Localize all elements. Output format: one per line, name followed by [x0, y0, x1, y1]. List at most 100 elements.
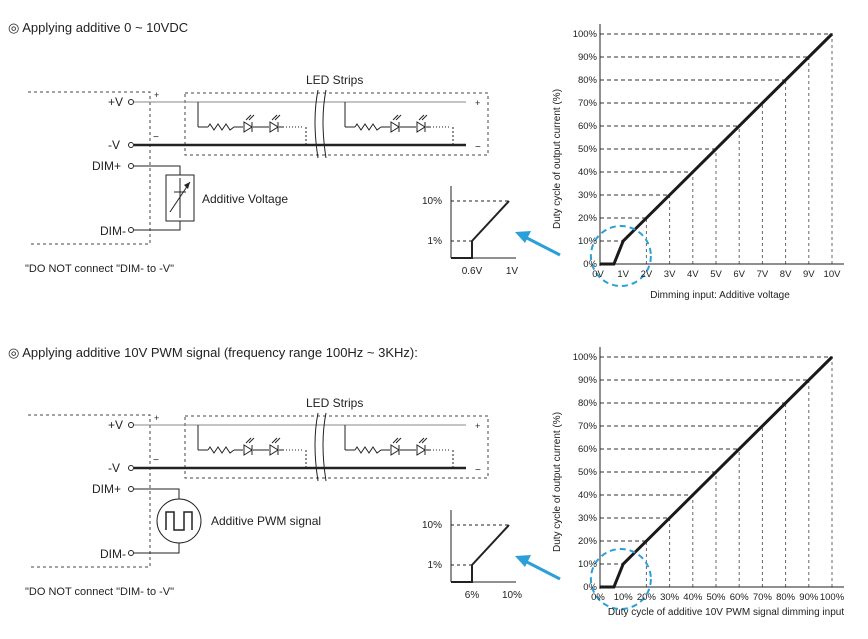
plus-v-label: +V — [108, 95, 123, 109]
resistor — [207, 123, 235, 131]
zoom-curve — [451, 524, 510, 583]
chart-x-tick-label: 2V — [641, 269, 653, 280]
zoom-y-low-label: 1% — [428, 560, 443, 571]
led-ray — [421, 437, 428, 444]
zoom-y-low-label: 1% — [428, 236, 443, 247]
chart-x-tick-label: 30% — [660, 592, 680, 603]
pwm-source-symbol — [156, 498, 202, 544]
chart-y-tick-label: 60% — [578, 444, 598, 455]
chart-data-point — [599, 586, 601, 588]
zoom-region-circle — [589, 225, 652, 287]
led-ray — [421, 114, 428, 121]
dim-plus-label: DIM+ — [92, 482, 121, 496]
chart-x-tick-label: 7V — [757, 269, 769, 280]
chart-x-tick-label: 0V — [592, 269, 604, 280]
chart-x-tick-label: 5V — [710, 269, 722, 280]
chart-y-axis-label: Duty cycle of output current (%) — [552, 89, 563, 229]
dim-plus-wire — [134, 165, 181, 175]
chart-x-tick-label: 6V — [733, 269, 745, 280]
led — [243, 114, 255, 133]
driver-outline — [28, 91, 151, 245]
led — [390, 437, 402, 456]
zoom-x-low-label: 0.6V — [462, 266, 483, 277]
chart-x-tick-label: 9V — [803, 269, 815, 280]
break-mark — [322, 89, 327, 159]
dim-minus-label: DIM- — [100, 224, 126, 238]
chart-x-axis-label: Dimming input: Additive voltage — [650, 290, 790, 301]
resistor — [354, 123, 382, 131]
chart-group — [589, 347, 844, 610]
chart-x-tick-label: 70% — [753, 592, 773, 603]
chart-y-tick-label: 70% — [578, 421, 598, 432]
led-triangle — [390, 121, 400, 133]
chart-y-tick-label: 90% — [578, 52, 598, 63]
chart-y-tick-label: 30% — [578, 513, 598, 524]
chart-y-tick-label: 100% — [573, 352, 598, 363]
chart-y-tick-label: 60% — [578, 121, 598, 132]
led-ray — [271, 114, 278, 121]
chart-x-tick-label: 80% — [776, 592, 796, 603]
chart-data-point — [831, 33, 833, 35]
led-ray — [392, 437, 399, 444]
led-triangle — [243, 444, 253, 456]
driver-minus-label: − — [153, 455, 159, 466]
chart-data-point — [599, 263, 601, 265]
strip-minus-label: − — [475, 142, 481, 153]
led-strip-box — [184, 415, 489, 479]
led-triangle — [269, 444, 279, 456]
warning-note: "DO NOT connect "DIM- to -V" — [25, 586, 174, 598]
chart-x-tick-label: 4V — [687, 269, 699, 280]
minus-v-label: -V — [108, 138, 120, 152]
driver-outline — [28, 414, 151, 568]
dim-plus-wire — [134, 488, 180, 500]
driver-minus-label: − — [153, 132, 159, 143]
chart-y-tick-label: 20% — [578, 536, 598, 547]
led-ray — [245, 437, 252, 444]
chart-series-line — [600, 355, 834, 589]
chart-data-point — [613, 586, 615, 588]
led — [243, 437, 255, 456]
resistor — [207, 446, 235, 454]
chart-y-tick-label: 10% — [578, 236, 598, 247]
chart-x-axis-label: Duty cycle of additive 10V PWM signal di… — [608, 607, 844, 618]
additive-pwm-label: Additive PWM signal — [211, 514, 321, 528]
chart-x-tick-label: 40% — [683, 592, 703, 603]
led-ray — [418, 437, 425, 444]
dim-plus-label: DIM+ — [92, 159, 121, 173]
terminal-dim-minus — [128, 227, 134, 233]
chart-y-tick-label: 80% — [578, 398, 598, 409]
led — [390, 114, 402, 133]
led — [416, 114, 428, 133]
chart-x-tick-label: 10V — [824, 269, 842, 280]
led-triangle — [416, 444, 426, 456]
led-ray — [395, 437, 402, 444]
zoom-pointer-arrow — [522, 558, 561, 581]
zoom-y-high-label: 10% — [422, 196, 442, 207]
chart-x-tick-label: 10% — [614, 592, 634, 603]
terminal-minus-v — [128, 465, 134, 471]
led-ray — [245, 114, 252, 121]
terminal-dim-plus — [128, 486, 134, 492]
led-strips-label: LED Strips — [306, 396, 363, 410]
chart-y-tick-label: 40% — [578, 490, 598, 501]
zoom-pointer-arrowhead — [515, 555, 531, 567]
dim-minus-wire — [134, 542, 180, 554]
chart-x-tick-label: 0% — [591, 592, 605, 603]
zoom-y-high-label: 10% — [422, 520, 442, 531]
chart-data-point — [613, 263, 615, 265]
chart-x-tick-label: 100% — [820, 592, 845, 603]
pwm-wave — [165, 511, 193, 531]
chart-data-point — [831, 356, 833, 358]
led-triangle — [416, 121, 426, 133]
led-strips-label: LED Strips — [306, 73, 363, 87]
chart-y-tick-label: 0% — [583, 259, 597, 270]
warning-note: "DO NOT connect "DIM- to -V" — [25, 263, 174, 275]
chart-y-tick-label: 30% — [578, 190, 598, 201]
chart-y-tick-label: 90% — [578, 375, 598, 386]
terminal-dim-plus — [128, 163, 134, 169]
minus-v-label: -V — [108, 461, 120, 475]
chart-y-tick-label: 10% — [578, 559, 598, 570]
led-ray — [274, 114, 281, 121]
led-strip-box — [184, 92, 489, 156]
led-ray — [274, 437, 281, 444]
